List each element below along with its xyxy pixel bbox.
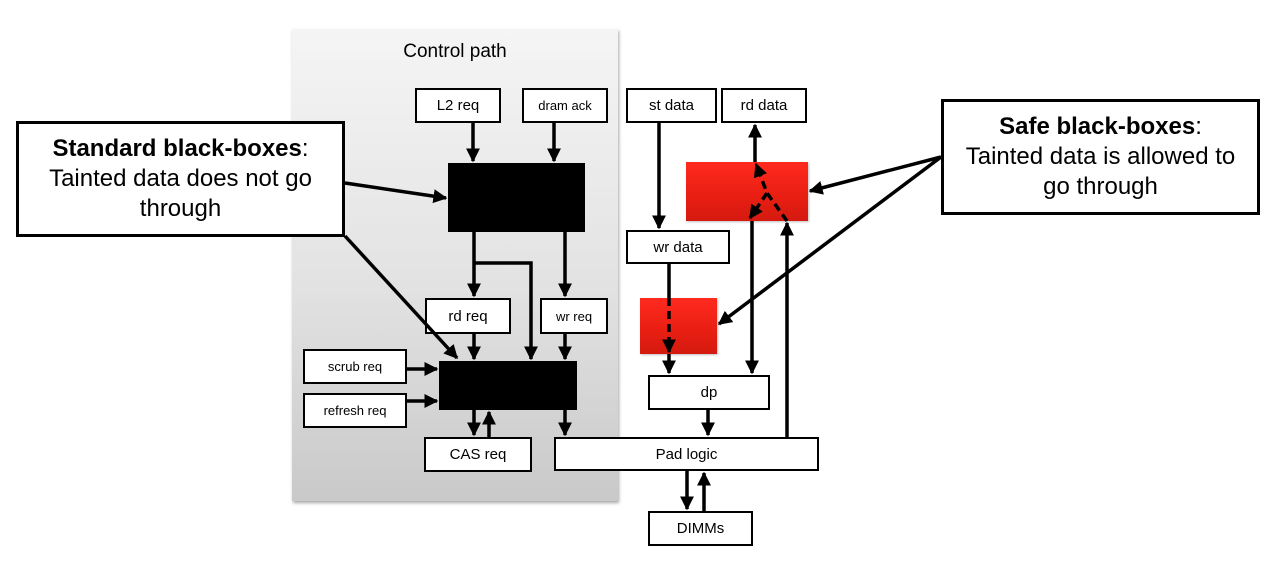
safe-blackbox-2 (640, 298, 717, 354)
pointer-safe-to-red1 (808, 155, 942, 195)
pad-logic-block: Pad logic (554, 437, 819, 471)
cas-req-block: CAS req (424, 437, 532, 472)
standard-blackbox-callout: Standard black-boxes: Tainted data does … (16, 121, 345, 237)
scrub-req-block: scrub req (303, 349, 407, 384)
standard-callout-body: Tainted data does not go through (49, 165, 312, 222)
safe-callout-colon: : (1195, 113, 1202, 140)
safe-callout-body: Tainted data is allowed to go through (965, 143, 1236, 200)
rd-data-block: rd data (721, 88, 807, 123)
control-path-title: Control path (403, 41, 507, 62)
l2-req-block: L2 req (415, 88, 501, 123)
rd-req-block: rd req (425, 298, 511, 334)
standard-blackbox-2 (439, 361, 577, 410)
safe-callout-title: Safe black-boxes (999, 113, 1196, 140)
wr-data-block: wr data (626, 230, 730, 264)
standard-blackbox-1 (448, 163, 585, 232)
safe-blackbox-1 (686, 162, 808, 221)
st-data-block: st data (626, 88, 717, 123)
refresh-req-block: refresh req (303, 393, 407, 428)
wr-req-block: wr req (540, 298, 608, 334)
standard-callout-title: Standard black-boxes (52, 135, 302, 162)
safe-blackbox-callout: Safe black-boxes: Tainted data is allowe… (941, 99, 1260, 215)
standard-callout-colon: : (301, 135, 309, 162)
dp-block: dp (648, 375, 770, 410)
dimms-block: DIMMs (648, 511, 753, 546)
dram-ack-block: dram ack (522, 88, 608, 123)
